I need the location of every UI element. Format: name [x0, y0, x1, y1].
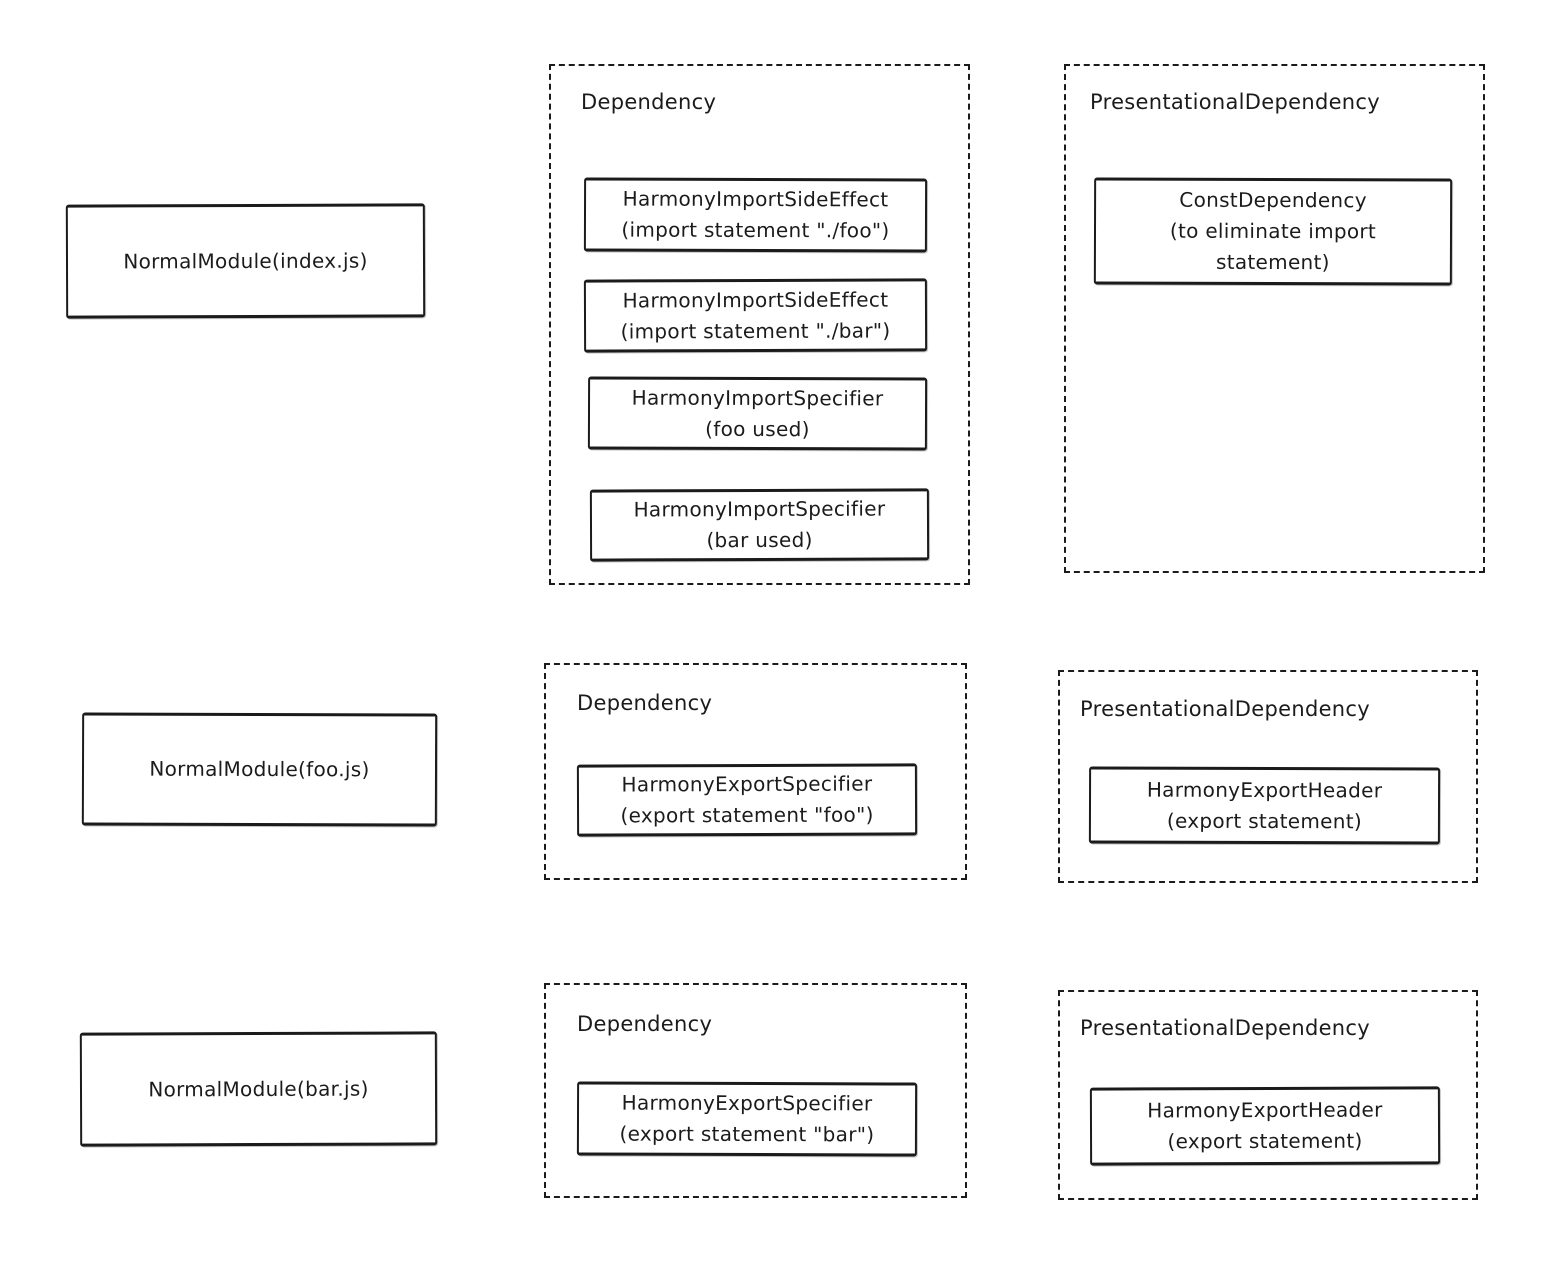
module-box-index: NormalModule(index.js): [65, 203, 426, 319]
dependency-item-detail: (foo used): [705, 416, 810, 441]
presentational-item-detail: statement): [1215, 249, 1330, 275]
dependency-item-detail: (import statement "./foo"): [621, 217, 890, 243]
dependency-group-index: Dependency HarmonyImportSideEffect (impo…: [549, 64, 970, 585]
presentational-group-title: PresentationalDependency: [1090, 90, 1380, 114]
dependency-item-name: HarmonyExportSpecifier: [621, 1090, 873, 1116]
dependency-item-box: HarmonyImportSideEffect (import statemen…: [583, 177, 928, 253]
presentational-group-bar: PresentationalDependency HarmonyExportHe…: [1058, 990, 1478, 1200]
presentational-group-index: PresentationalDependency ConstDependency…: [1064, 64, 1485, 573]
presentational-group-title: PresentationalDependency: [1080, 697, 1370, 721]
presentational-group-title: PresentationalDependency: [1080, 1016, 1370, 1040]
presentational-item-detail: (to eliminate import: [1169, 218, 1377, 244]
dependency-item-box: HarmonyImportSpecifier (bar used): [589, 488, 930, 562]
presentational-item-name: HarmonyExportHeader: [1146, 777, 1383, 802]
dependency-item-detail: (export statement "foo"): [620, 802, 874, 828]
dependency-group-bar: Dependency HarmonyExportSpecifier (expor…: [544, 983, 967, 1198]
dependency-item-box: HarmonyImportSpecifier (foo used): [587, 376, 928, 451]
module-label: NormalModule(bar.js): [148, 1076, 369, 1101]
presentational-item-box: ConstDependency (to eliminate import sta…: [1093, 177, 1453, 286]
dependency-item-box: HarmonyExportSpecifier (export statement…: [576, 763, 918, 837]
module-label: NormalModule(index.js): [123, 248, 368, 273]
dependency-item-box: HarmonyImportSideEffect (import statemen…: [583, 278, 928, 353]
dependency-item-detail: (export statement "bar"): [619, 1121, 875, 1147]
dependency-item-name: HarmonyImportSpecifier: [633, 496, 886, 522]
dependency-item-name: HarmonyExportSpecifier: [621, 771, 873, 797]
presentational-item-detail: (export statement): [1166, 808, 1363, 833]
dependency-item-name: HarmonyImportSideEffect: [622, 186, 889, 212]
dependency-item-name: HarmonyImportSideEffect: [622, 287, 889, 312]
dependency-group-title: Dependency: [581, 90, 717, 114]
presentational-item-box: HarmonyExportHeader (export statement): [1088, 766, 1441, 845]
module-label: NormalModule(foo.js): [149, 756, 370, 782]
dependency-item-detail: (import statement "./bar"): [620, 318, 891, 343]
dependency-item-detail: (bar used): [706, 527, 813, 553]
dependency-group-title: Dependency: [577, 691, 713, 715]
presentational-group-foo: PresentationalDependency HarmonyExportHe…: [1058, 670, 1478, 883]
module-box-bar: NormalModule(bar.js): [79, 1031, 438, 1147]
presentational-item-name: HarmonyExportHeader: [1147, 1097, 1383, 1123]
dependency-group-title: Dependency: [577, 1012, 713, 1036]
dependency-item-name: HarmonyImportSpecifier: [631, 385, 884, 410]
dependency-group-foo: Dependency HarmonyExportSpecifier (expor…: [544, 663, 967, 880]
dependency-item-box: HarmonyExportSpecifier (export statement…: [576, 1081, 918, 1157]
presentational-item-detail: (export statement): [1167, 1128, 1363, 1154]
module-box-foo: NormalModule(foo.js): [81, 712, 438, 827]
presentational-item-name: ConstDependency: [1179, 187, 1367, 213]
presentational-item-box: HarmonyExportHeader (export statement): [1089, 1086, 1441, 1166]
